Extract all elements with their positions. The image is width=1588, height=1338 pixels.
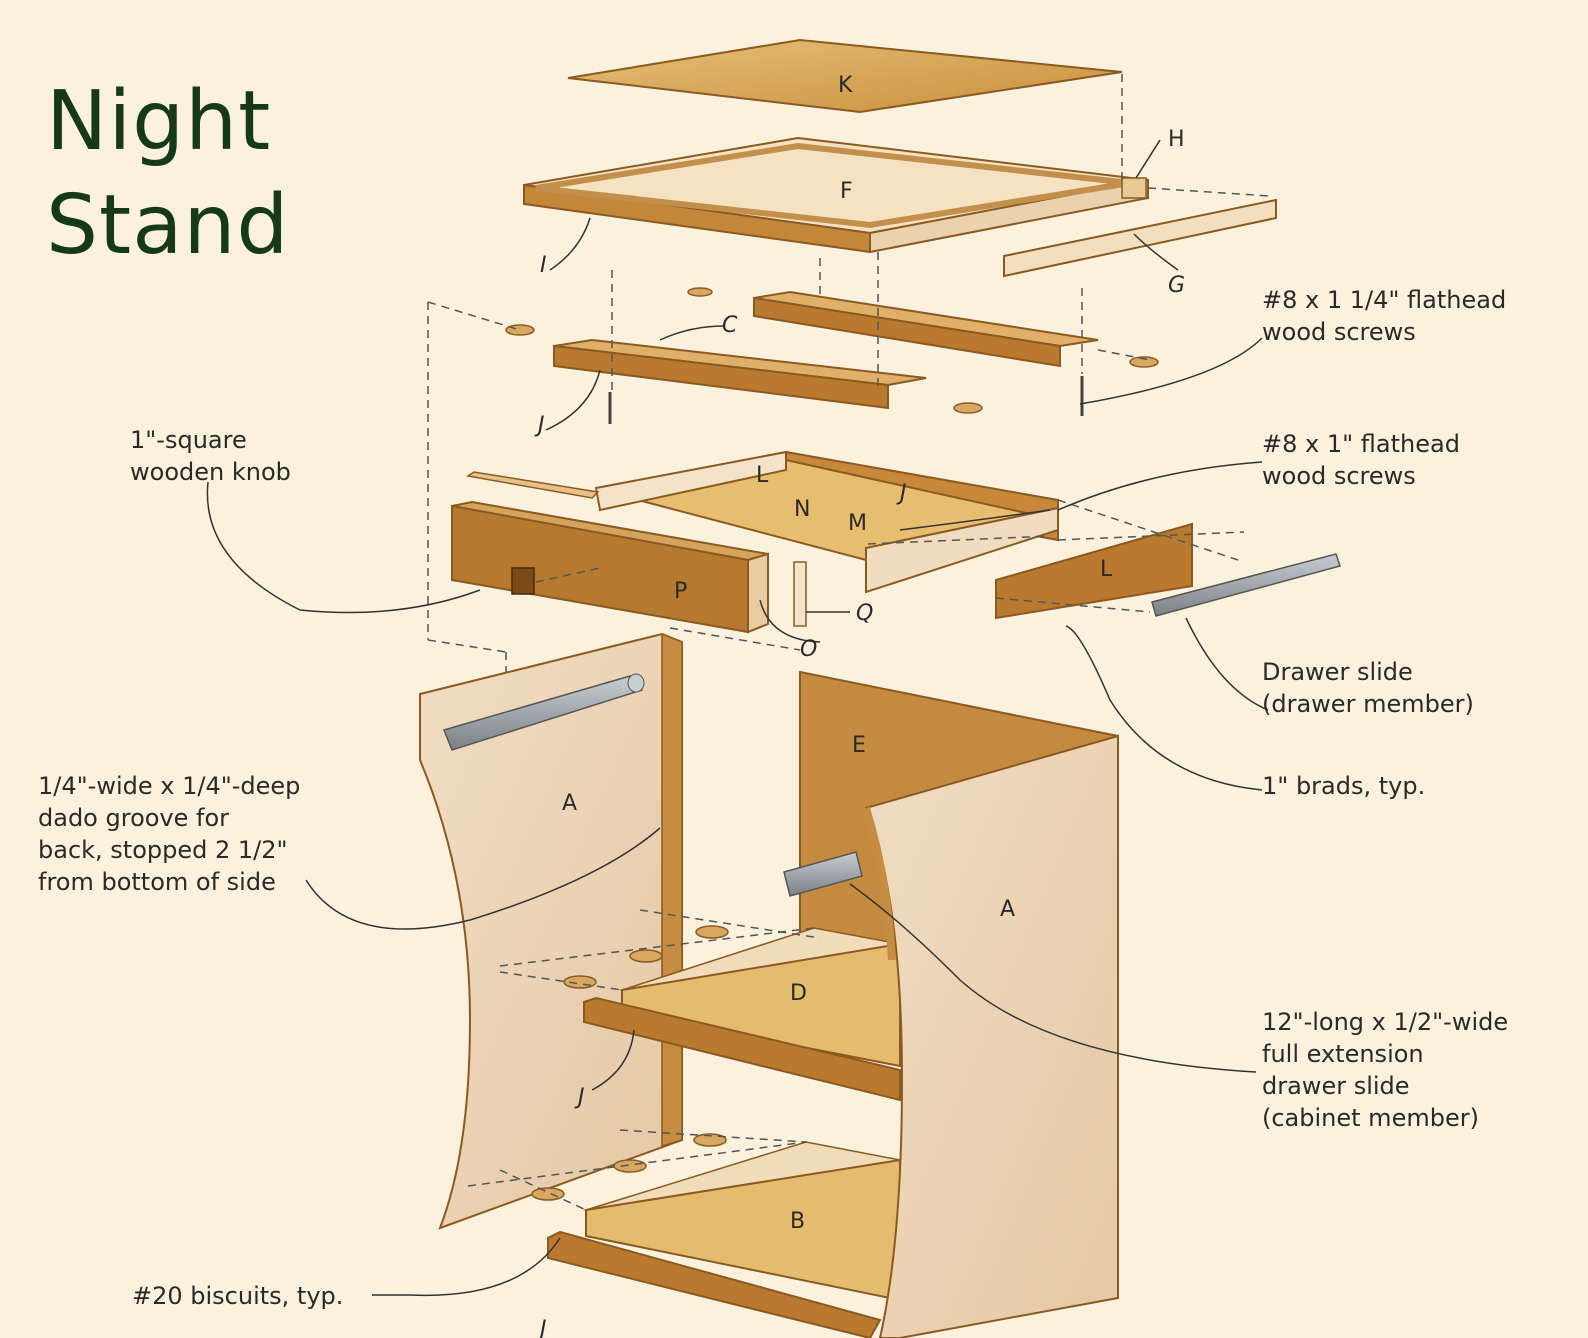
part-q-strip <box>793 561 807 627</box>
callout-screws-1-1-4-line2: wood screws <box>1262 318 1416 346</box>
label-part-q: Q <box>856 601 873 626</box>
wooden-knob <box>511 567 535 595</box>
callout-brads-line1: 1" brads, typ. <box>1262 772 1426 800</box>
part-c-rail-back <box>753 290 1099 368</box>
label-part-j-mid: J <box>574 1085 585 1110</box>
callout-dado-line3: back, stopped 2 1/2" <box>38 836 288 864</box>
label-part-m: M <box>848 511 867 536</box>
drawer-slide-cabinet-member <box>783 851 863 897</box>
part-drawer-side-left <box>594 450 787 512</box>
label-part-f: F <box>840 179 853 204</box>
callout-drawer-slide-cabinet-line4: (cabinet member) <box>1262 1104 1479 1132</box>
callout-drawer-slide-cabinet: 12"-long x 1/2"-wide full extension draw… <box>1262 1006 1508 1134</box>
label-part-g: G <box>1168 273 1185 298</box>
callout-screws-1-line2: wood screws <box>1262 462 1416 490</box>
part-j-rail-bottom <box>547 1230 882 1338</box>
label-part-b: B <box>790 1209 805 1234</box>
dashed-guides-carcase <box>467 909 821 1211</box>
callout-drawer-slide-cabinet-line1: 12"-long x 1/2"-wide <box>1262 1008 1509 1036</box>
label-part-p: P <box>674 579 687 604</box>
title-line-2: Stand <box>46 178 290 273</box>
diagram-title: Night Stand <box>46 70 289 278</box>
label-part-d: D <box>790 981 807 1006</box>
label-part-l-back: L <box>756 463 769 488</box>
drawer-slide-cabinet-left <box>442 673 645 751</box>
part-a-right-side <box>862 734 1119 1338</box>
drawer-slide-drawer-member <box>1151 553 1341 617</box>
label-part-j-bottom: J <box>536 1317 547 1338</box>
callout-knob: 1"-square wooden knob <box>130 424 291 488</box>
callout-knob-line1: 1"-square <box>130 426 247 454</box>
callout-drawer-slide-cabinet-line2: full extension <box>1262 1040 1424 1068</box>
part-k-top-panel <box>567 38 1123 114</box>
part-l-drawer-side <box>995 522 1193 620</box>
label-part-l-side: L <box>1100 557 1113 582</box>
callout-brads: 1" brads, typ. <box>1262 770 1425 802</box>
callout-drawer-slide-drawer: Drawer slide (drawer member) <box>1262 656 1474 720</box>
label-part-e: E <box>852 733 866 758</box>
label-part-h: H <box>1168 127 1185 152</box>
dashed-guides-upper <box>427 252 1151 690</box>
label-part-c: C <box>722 313 738 338</box>
leader-lines <box>206 139 1269 1297</box>
callout-screws-1: #8 x 1" flathead wood screws <box>1262 428 1460 492</box>
callout-knob-line2: wooden knob <box>130 458 291 486</box>
callout-biscuits: #20 biscuits, typ. <box>132 1280 343 1312</box>
label-part-k: K <box>838 73 853 98</box>
part-f-top-frame <box>523 136 1149 254</box>
callout-screws-1-1-4-line1: #8 x 1 1/4" flathead <box>1262 286 1507 314</box>
title-line-1: Night <box>46 74 272 169</box>
label-part-j-drawer: J <box>896 481 907 506</box>
callout-drawer-slide-cabinet-line3: drawer slide <box>1262 1072 1410 1100</box>
dashed-guide-h-g <box>1147 187 1271 197</box>
callout-dado: 1/4"-wide x 1/4"-deep dado groove for ba… <box>38 770 300 898</box>
label-part-a-left: A <box>562 791 577 816</box>
label-part-a-right: A <box>1000 897 1015 922</box>
callout-screws-1-1-4: #8 x 1 1/4" flathead wood screws <box>1262 284 1506 348</box>
part-c-rail-front <box>553 338 927 410</box>
label-part-j-top: J <box>534 413 545 438</box>
label-part-n: N <box>794 497 810 522</box>
callout-drawer-slide-drawer-line2: (drawer member) <box>1262 690 1474 718</box>
part-h-corner-block <box>1121 177 1147 199</box>
label-part-i: I <box>540 253 547 278</box>
part-j-drawer-rail <box>466 471 600 499</box>
callout-dado-line2: dado groove for <box>38 804 230 832</box>
callout-drawer-slide-drawer-line1: Drawer slide <box>1262 658 1413 686</box>
part-drawer-side-right <box>865 506 1059 594</box>
part-g-cleat <box>1003 198 1277 278</box>
part-j-rail-mid <box>583 996 901 1102</box>
callout-biscuits-line1: #20 biscuits, typ. <box>132 1282 344 1310</box>
callout-screws-1-line1: #8 x 1" flathead <box>1262 430 1460 458</box>
screws-top <box>608 376 1084 424</box>
dashed-guides-drawer <box>535 499 1245 651</box>
part-p-drawer-front <box>451 500 769 634</box>
callout-dado-line4: from bottom of side <box>38 868 276 896</box>
part-a-left-side <box>419 632 683 1230</box>
callout-dado-line1: 1/4"-wide x 1/4"-deep <box>38 772 301 800</box>
label-part-o: O <box>800 637 817 662</box>
